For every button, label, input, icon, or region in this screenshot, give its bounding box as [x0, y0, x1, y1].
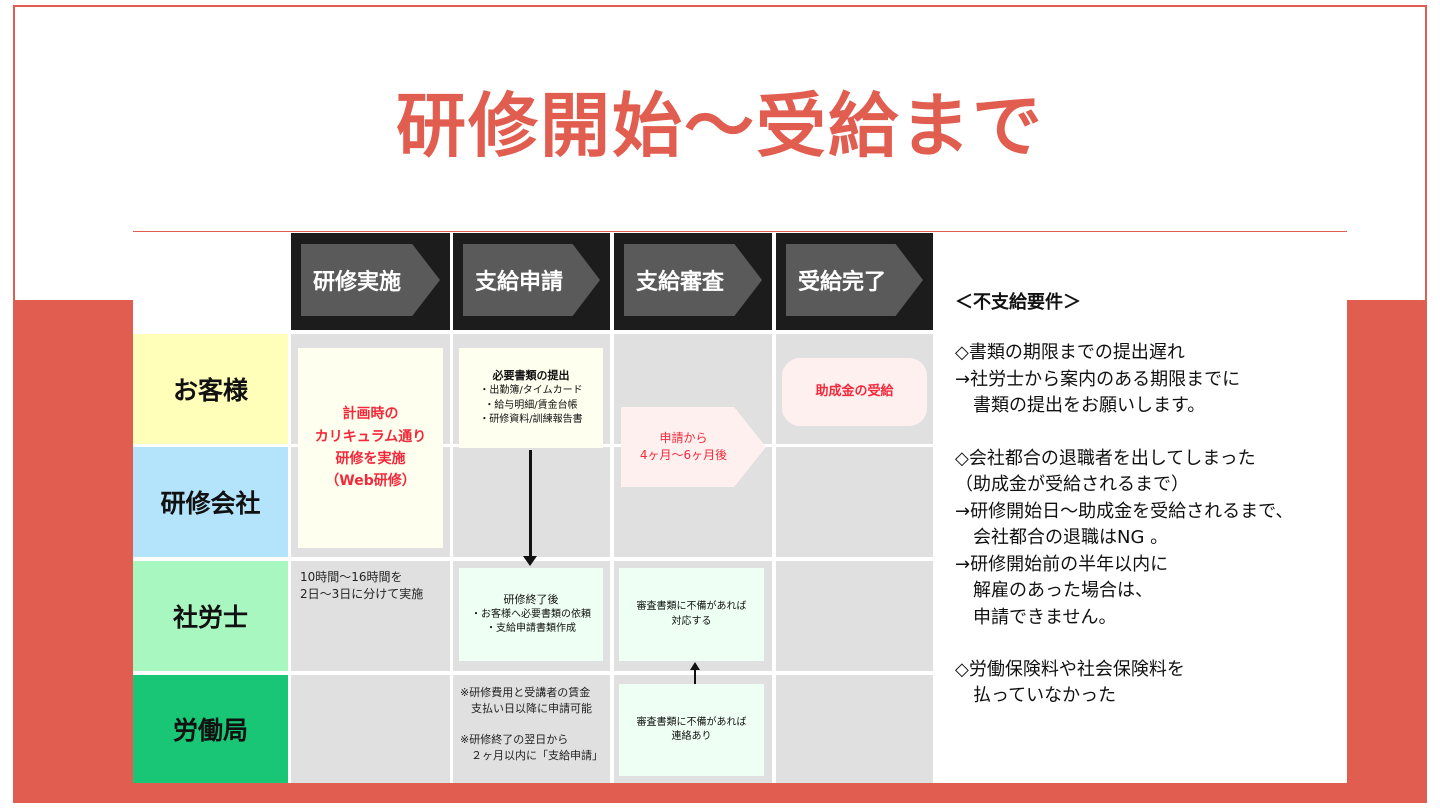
up-arrow-icon	[690, 662, 700, 670]
text: 2日〜3日に分けて実施	[300, 587, 424, 602]
documents-box: 必要書類の提出 ・出勤簿/タイムカード・給与明細/賃金台帳・研修資料/訓練報告書	[459, 348, 603, 448]
requirement-line: 解雇のあった場合は、	[955, 580, 1153, 602]
text: 連絡あり	[671, 731, 712, 742]
phase-header-complete: 受給完了	[776, 233, 933, 330]
requirement-line: 払っていなかった	[955, 685, 1117, 707]
text: ※研修費用と受講者の賃金	[460, 686, 591, 699]
slide-title: 研修開始〜受給まで	[396, 85, 1044, 167]
requirement-line: 会社都合の退職はNG 。	[955, 527, 1169, 549]
spacer	[460, 717, 603, 732]
phase-header-training: 研修実施	[291, 233, 450, 330]
requirement-line: →研修開始前の半年以内に	[955, 553, 1169, 575]
text: 支払い日以降に申請可能	[460, 701, 592, 715]
receive-box: 助成金の受給	[782, 358, 927, 426]
text: 対応する	[671, 615, 712, 627]
bureau-notes: ※研修費用と受講者の賃金 支払い日以降に申請可能 ※研修終了の翌日から ２ヶ月以内…	[460, 685, 603, 764]
role-labor-bureau: 労働局	[133, 675, 288, 783]
requirement-line: ◇会社都合の退職者を出してしまった	[955, 447, 1256, 469]
text: ・お客様へ必要書類の依頼	[471, 608, 591, 620]
text: ※研修終了の翌日から	[460, 732, 569, 746]
text: 4ヶ月〜6ヶ月後	[639, 448, 728, 462]
grid-cell	[776, 447, 933, 557]
training-note: 10時間〜16時間を 2日〜3日に分けて実施	[300, 569, 423, 604]
role-customer: お客様	[133, 334, 288, 444]
phase-arrow: 研修実施	[301, 244, 440, 316]
text: ・研修資料/訓練報告書	[479, 414, 583, 426]
phase-arrow: 支給申請	[463, 244, 600, 316]
requirement-line	[955, 420, 1345, 446]
phase-arrow: 受給完了	[786, 244, 923, 316]
requirement-line: ◇労働保険料や社会保険料を	[955, 658, 1185, 680]
requirement-line: 申請できません。	[955, 606, 1117, 628]
text: 計画時の	[342, 406, 399, 423]
requirement-line: 書類の提出をお願いします。	[955, 395, 1206, 417]
requirements-list: ◇書類の期限までの提出遅れ →社労士から案内のある期限までに 書類の提出をお願いし…	[955, 340, 1345, 709]
grid-cell	[291, 561, 450, 671]
grid-cell	[453, 675, 610, 783]
role-sharoushi: 社労士	[133, 561, 288, 671]
phase-header-application: 支給申請	[453, 233, 610, 330]
text: カリキュラム通り	[314, 428, 427, 445]
role-training-company: 研修会社	[133, 447, 288, 557]
requirement-line: （助成金が受給されるまで）	[955, 474, 1189, 496]
requirement-line	[955, 631, 1345, 657]
non-payment-requirements: ＜不支給要件＞ ◇書類の期限までの提出遅れ →社労士から案内のある期限までに 書類…	[955, 290, 1345, 710]
review-period-arrow: 申請から 4ヶ月〜6ヶ月後	[621, 407, 766, 487]
text: （Web研修）	[325, 473, 416, 490]
text: 申請から	[659, 430, 708, 445]
text: ・支給申請書類作成	[486, 623, 576, 635]
text: 研修終了後	[503, 593, 559, 607]
phase-header-review: 支給審査	[614, 233, 772, 330]
text: 必要書類の提出	[492, 369, 570, 383]
grid-cell	[776, 561, 933, 671]
text: 審査書類に不備があれば	[636, 716, 747, 728]
text: 審査書類に不備があれば	[636, 601, 747, 612]
requirement-line: ◇書類の期限までの提出遅れ	[955, 342, 1185, 364]
phase-arrow: 支給審査	[624, 244, 762, 316]
text: ・出勤簿/タイムカード	[479, 385, 583, 397]
requirement-line: →研修開始日〜助成金を受給されるまで、	[955, 500, 1294, 522]
grid-cell	[776, 675, 933, 783]
grid-cell	[291, 675, 450, 783]
up-arrow-line	[694, 668, 696, 684]
requirements-heading: ＜不支給要件＞	[955, 292, 1081, 313]
down-arrow-line	[529, 450, 532, 560]
down-arrow-icon	[523, 556, 537, 566]
text: 研修を実施	[335, 451, 406, 467]
text: 10時間〜16時間を	[300, 570, 403, 584]
requirement-line: →社労士から案内のある期限までに	[955, 368, 1241, 390]
training-box: 計画時のカリキュラム通り研修を実施 （Web研修）	[298, 348, 443, 548]
text: ２ヶ月以内に「支給申請」	[460, 748, 603, 762]
text: ・給与明細/賃金台帳	[484, 399, 578, 411]
sharoushi-review-box: 審査書類に不備があれば対応する	[619, 568, 764, 661]
bureau-review-box: 審査書類に不備があれば連絡あり	[619, 684, 764, 776]
after-training-box: 研修終了後 ・お客様へ必要書類の依頼・支給申請書類作成	[459, 568, 603, 661]
